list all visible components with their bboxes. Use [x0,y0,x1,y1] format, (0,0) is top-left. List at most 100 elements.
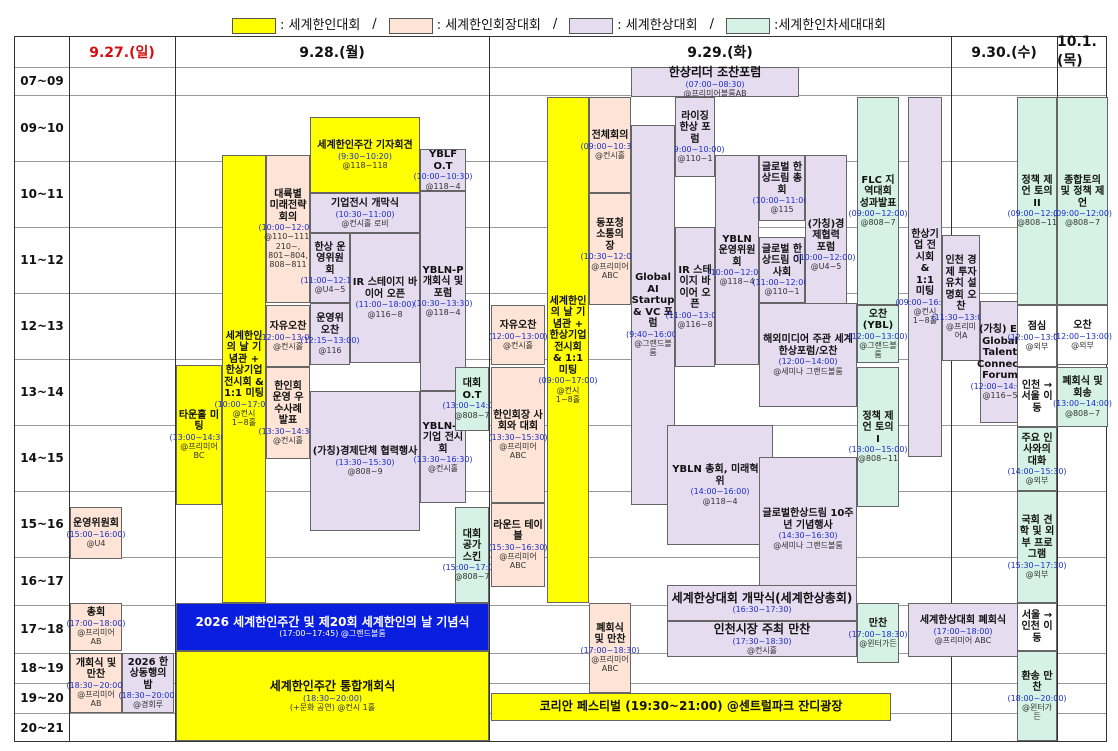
schedule-event[interactable]: YBLF O.T(10:00~10:30)@118~4 [413,149,473,191]
schedule-event[interactable]: 폐회식 및 만찬(17:00~18:30)@프리미어ABC [580,603,640,693]
schedule-event[interactable]: 세계한상대회 폐회식(17:00~18:00)@프리미어 ABC [908,603,1018,657]
schedule-event[interactable]: 서울 → 인천 이동 [1017,603,1057,651]
schedule-event[interactable]: 한상리더 조찬포럼(07:00~08:30)@프리미어볼룸AB [631,65,799,98]
event-time: (13:00~14:00) [442,401,502,411]
event-time: (15:30~17:30) [1007,560,1067,570]
schedule-event[interactable]: 해외미디어 주관 세계한상포럼/오찬(12:00~14:00)@세미나 그랜드볼… [759,303,857,407]
schedule-event[interactable]: 폐회식 및 회송(13:00~14:00)@808~7 [1053,367,1112,427]
event-time: (09:00~12:00) [1052,209,1113,219]
schedule-event[interactable]: 정책 제언 토의 I(13:00~15:00)@808~11 [848,367,908,507]
day-divider [951,37,952,741]
schedule-event[interactable]: 한상기업 전시회 & 1:1 미팅(09:00~16:00)@컨시 1~8홀 [895,97,955,457]
event-place: @컨시홀 [746,645,778,655]
day-divider [69,37,70,741]
event-place: @경회루 [132,700,164,710]
schedule-event[interactable]: 전체회의(09:00~10:30)@컨시홀 [580,97,640,193]
event-time: (10:00~17:00) [214,399,274,409]
event-time: (12:00~13:00) [258,332,318,342]
event-title: 세계한인의 날 기념관 + 한상기업 전시회 & 1:1 미팅 [549,295,587,376]
schedule-event[interactable]: 종합토의 및 정책 제언(09:00~12:00)@808~7 [1053,97,1112,305]
schedule-event[interactable]: IR 스테이지 바이어 오픈(11:00~13:00)@116~8 [665,227,725,367]
schedule-event[interactable]: 한인회장 사회와 대회(13:30~15:30)@프리미어ABC [488,367,548,503]
schedule-event[interactable]: 라운드 테이블(15:30~16:30)@프리미어ABC [488,503,548,587]
schedule-event[interactable]: 개회식 및 만찬(18:30~20:00)@프리미어AB [66,653,126,713]
schedule-event[interactable]: 만찬(17:00~18:30)@윈터가든 [848,603,908,663]
legend-item-4: :세계한인차세대대회 [725,14,886,34]
event-time: (17:30~18:30) [732,636,792,646]
event-title: 만찬 [868,618,888,630]
schedule-event[interactable]: 2026 한상동행의 밤(18:30~20:00)@경회루 [118,653,178,713]
schedule-event[interactable]: 2026 세계한인주간 및 제20회 세계한인의 날 기념식(17:00~17:… [176,603,489,651]
event-time: (11:00~12:00) [752,278,812,288]
schedule-event[interactable]: 운영위원회(15:00~16:00)@U4 [66,507,126,559]
event-title: 오찬 (YBL) [862,308,894,332]
schedule-event[interactable]: 자유오찬(12:00~13:00)@컨시홀 [488,305,548,365]
schedule-event[interactable]: 세계한인주간 기자회견(9:30~10:20)@118~118 [310,117,420,193]
schedule-event[interactable]: 대륙별 미래전략회의(10:00~12:00)@110~111, 210~, 8… [258,155,318,303]
event-place: @808~7 [454,410,490,420]
event-title: 기업전시 개막식 [331,198,399,210]
schedule-event[interactable]: 코리안 페스티벌 (19:30~21:00) @센트럴파크 잔디광장 [491,693,891,721]
schedule-event[interactable]: 세계한상대회 개막식(세계한상총회)(16:30~17:30) [667,585,857,621]
event-place: (+문화 공연) @컨시 1홀 [289,702,376,712]
schedule-event[interactable]: 세계한인의 날 기념관 + 한상기업 전시회 & 1:1 미팅(09:00~17… [538,97,598,603]
event-place: @컨시홀 로비 [341,218,389,228]
schedule-event[interactable]: FLC 지역대회 성과발표(09:00~12:00)@808~7 [848,97,908,305]
schedule-event[interactable]: 운영위 오찬(12:15~13:00)@116 [300,303,360,365]
schedule-event[interactable]: (가칭)경제단체 협력행사(13:30~15:30)@808~9 [310,391,420,531]
schedule-event[interactable]: 국회 견학 및 외부 프로그램(15:30~17:30)@외부 [1007,491,1067,603]
schedule-event[interactable]: 글로벌한상드림 10주년 기념행사(14:30~16:30)@세미나 그랜드볼룸 [759,457,857,601]
event-title: 글로벌한상드림 10주년 기념행사 [762,508,854,531]
day-header: 9.30.(수) [971,45,1037,61]
event-time: (12:15~13:00) [300,336,360,346]
event-title: 동포청 소통의 장 [596,217,624,252]
schedule-event[interactable]: 자유오찬(12:00~13:00)@컨시홀 [258,305,318,367]
schedule-event[interactable]: 주요 인사와의 대화(14:00~15:30)@외부 [1007,427,1067,491]
schedule-event[interactable]: 대회 공가 스킨(15:00~17:00)@808~7 [442,507,502,603]
schedule-event[interactable]: YBLN 운영위원회(10:00~12:00)@118~4 [707,155,767,365]
schedule-event[interactable]: 총회(17:00~18:00)@프리미어AB [66,603,126,651]
event-time: (13:30~15:30) [335,457,395,467]
schedule-event[interactable]: 환송 만찬(18:00~20:00)@윈터가든 [1007,651,1067,741]
schedule-event[interactable]: 타운홀 미팅(13:00~14:30)@프리미어BC [169,365,229,505]
schedule-event[interactable]: YBLN-P 개회식 및 포럼(10:30~13:30)@118~4 [413,191,473,391]
schedule-event[interactable]: 인천 → 서울 이동 [1017,367,1057,427]
event-time: (17:00~18:30) [848,629,908,639]
event-place: @U4~5 [810,262,842,272]
schedule-event[interactable]: 글로벌 한상드림 이사회(11:00~12:00)@110~1 [752,237,812,303]
event-title: 글로벌 한상드림 총회 [761,161,803,196]
event-place: @세미나 그랜드볼룸 [773,366,843,376]
schedule-event[interactable]: 대회 O.T(13:00~14:00)@808~7 [442,367,502,431]
schedule-event[interactable]: 인천시장 주최 만찬(17:30~18:30)@컨시홀 [667,621,857,657]
schedule-event[interactable]: 오찬 (YBL)(12:00~13:00)@그랜드볼룸 [848,305,908,363]
schedule-event[interactable]: 점심(12:00~13:00)@외부 [1007,305,1067,367]
schedule-event[interactable]: 라이징 한상 포럼(09:00~10:00)@110~1 [665,97,725,177]
schedule-event[interactable]: 한인회 운영 우수사례 발표(13:30~14:30)@컨시홀 [258,367,318,459]
schedule-event[interactable]: 세계한인주간 통합개회식(18:30~20:00)(+문화 공연) @컨시 1홀 [176,651,489,741]
schedule-event[interactable]: 기업전시 개막식(10:30~11:00)@컨시홀 로비 [310,193,420,233]
event-time: (07:00~08:30) [685,79,745,89]
schedule-event[interactable]: 세계한인의 날 기념관 + 한상기업 전시회 & 1:1 미팅(10:00~17… [214,155,274,603]
event-place: @808~7 [860,218,896,228]
event-title: 인천 → 서울 이동 [1021,379,1053,414]
event-time: (10:30~11:00) [335,209,395,219]
event-time: (10:00~11:00) [752,196,812,206]
schedule-event[interactable]: 동포청 소통의 장(10:30~12:00)@프리미어ABC [580,193,640,305]
schedule-event[interactable]: 한상 운영위원회(11:00~12:15)@U4~5 [300,233,360,303]
event-place: @프리미어ABC [499,441,537,461]
row-line [15,67,1106,68]
schedule-event[interactable]: (가칭) E-Global Talent Connect Forum(12:00… [970,301,1030,423]
schedule-event[interactable]: 인천 경제 투자 유치 설명회 오찬(11:30~13:00)@프리미어A [931,235,991,361]
event-time: (17:00~18:00) [66,618,126,628]
event-time: (11:00~13:00) [665,310,725,320]
schedule-event[interactable]: 글로벌 한상드림 총회(10:00~11:00)@115 [752,155,812,221]
schedule-event[interactable]: IR 스테이지 바이어 오픈(11:00~18:00)@116~8 [350,233,420,363]
event-time: (18:30~20:00) [66,680,126,690]
schedule-event[interactable]: YBLN 총회, 미래혁신위(14:00~16:00)@118~4 [667,425,773,545]
schedule-event[interactable]: 오찬(12:00~13:00)@외부 [1053,305,1112,365]
event-time: (16:30~17:30) [732,605,792,615]
row-line [15,653,1106,654]
event-place: @프리미어AB [77,628,115,647]
time-label: 19~20 [20,691,64,705]
schedule-event[interactable]: 정책 제언 토의 II(09:00~12:00)@808~11 [1007,97,1067,305]
